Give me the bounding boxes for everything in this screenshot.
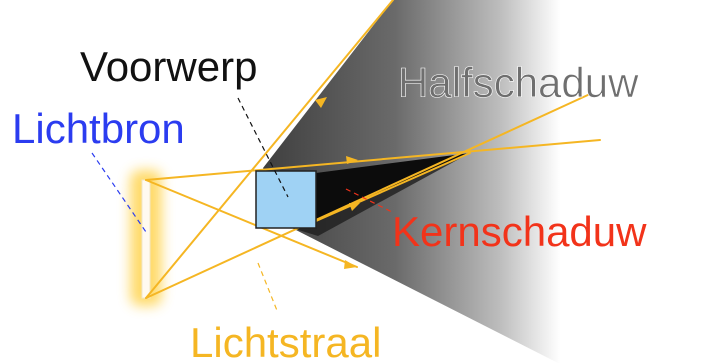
- arrow-icon: [349, 203, 360, 211]
- label-umbra: Kernschaduw: [392, 208, 647, 255]
- ray-bottom-upper: [145, 0, 394, 299]
- arrow-icon: [344, 260, 357, 269]
- arrow-icon: [315, 97, 327, 108]
- arrow-icon: [346, 156, 358, 164]
- ray-top-upper: [145, 139, 601, 181]
- label-light-source: Lichtbron: [12, 105, 185, 152]
- penumbra-region: [263, 0, 707, 364]
- label-object: Voorwerp: [80, 43, 257, 90]
- ray-umbra-edge: [315, 152, 471, 222]
- leader-light-source: [91, 152, 147, 233]
- object-box: [255, 170, 317, 229]
- leader-light-ray: [257, 262, 279, 314]
- light-rays: [145, 0, 601, 299]
- ray-top-cross: [145, 179, 358, 268]
- ray-arrows: [315, 97, 360, 269]
- umbra-edge-gradient: [292, 153, 470, 236]
- label-light-ray: Lichtstraal: [190, 319, 381, 364]
- light-source: [141, 179, 151, 299]
- ray-bottom-cross: [145, 93, 591, 299]
- leader-object: [237, 97, 289, 198]
- label-penumbra: Halfschaduw: [398, 59, 639, 106]
